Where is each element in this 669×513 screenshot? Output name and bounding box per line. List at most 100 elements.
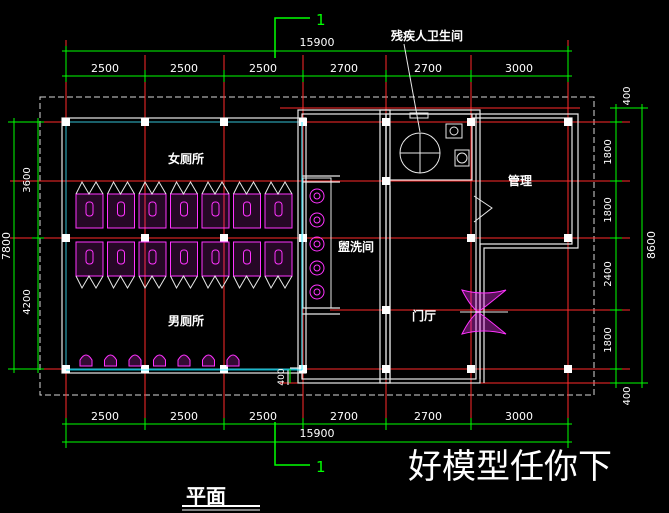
stall-door-upper [170, 180, 198, 195]
stall-door-upper [233, 180, 261, 195]
basin-drain [313, 264, 321, 272]
stall-upper [170, 193, 198, 229]
bottom-dim-4: 2700 [330, 410, 358, 423]
bottom-dim-1: 2500 [91, 410, 119, 423]
toilet-upper [117, 201, 125, 217]
top-dim-3: 2500 [249, 62, 277, 75]
urinal [79, 354, 93, 367]
right-dim-6: 400 [622, 386, 633, 405]
basin [309, 260, 325, 276]
stall-upper [138, 193, 167, 229]
left-dim-labels: 3600 4200 7800 [0, 167, 33, 314]
basin [309, 236, 325, 252]
stall-lower [138, 241, 167, 277]
stall-door-lower [170, 275, 198, 290]
section-markers [274, 17, 310, 466]
top-dim-4: 2700 [330, 62, 358, 75]
toilet-lower [85, 249, 94, 265]
bottom-dim-labels: 2500 2500 2500 2700 2700 3000 [91, 410, 533, 423]
right-dim-4: 2400 [603, 261, 614, 286]
overall-dim-top: 15900 [300, 36, 335, 49]
wash-basins [309, 188, 325, 300]
top-dim-5: 2700 [414, 62, 442, 75]
room-womens: 女厕所 [168, 151, 204, 166]
urinal [226, 354, 240, 367]
right-dim-3: 1800 [603, 197, 614, 222]
left-dim-2: 4200 [22, 289, 33, 314]
toilet-lower [274, 249, 283, 265]
stall-door-upper [264, 180, 293, 195]
toilet-upper [180, 201, 188, 217]
stall-door-lower [75, 275, 104, 290]
stall-lower [201, 241, 230, 277]
room-accessible-wc: 残疾人卫生间 [391, 28, 463, 43]
toilet-upper [243, 201, 251, 217]
right-dim-5: 1800 [603, 327, 614, 352]
stall-lower [107, 241, 135, 277]
stall-door-lower [201, 275, 230, 290]
stall-lower [264, 241, 293, 277]
room-management: 管理 [508, 173, 532, 188]
stall-door-lower [107, 275, 135, 290]
basin-drain [313, 216, 321, 224]
site-boundary [39, 96, 595, 396]
toilet-upper [274, 201, 283, 217]
accessible-fixtures [399, 112, 470, 174]
stall-upper [264, 193, 293, 229]
drawing-title: 平面 [186, 484, 226, 508]
bottom-dim-3: 2500 [249, 410, 277, 423]
toilet-lower [117, 249, 125, 265]
basin [309, 188, 325, 204]
toilet-upper [148, 201, 157, 217]
basin [309, 212, 325, 228]
toilet-lower [243, 249, 251, 265]
section-mark-bottom: 1 [316, 458, 326, 476]
columns [62, 118, 572, 373]
right-dim-total: 8600 [645, 231, 658, 259]
room-lobby: 门厅 [412, 308, 436, 323]
stall-upper [201, 193, 230, 229]
dimension-lines [8, 46, 648, 448]
urinal [153, 354, 166, 367]
urinal [177, 354, 191, 367]
toilet-lower [211, 249, 220, 265]
bottom-dim-6: 3000 [505, 410, 533, 423]
stall-upper [75, 193, 104, 229]
stall-lower [75, 241, 104, 277]
urinal [202, 354, 215, 367]
stall-door-upper [138, 180, 167, 195]
stall-lower [170, 241, 198, 277]
room-washroom: 盥洗间 [338, 239, 374, 254]
outline-hatch [66, 122, 303, 371]
basin-drain [313, 240, 321, 248]
stall-upper [107, 193, 135, 229]
toilet-upper [211, 201, 220, 217]
basin-drain [313, 192, 321, 200]
management-door [473, 195, 493, 223]
section-mark-top: 1 [316, 11, 326, 29]
overall-dim-bottom: 15900 [300, 427, 335, 440]
stall-door-lower [233, 275, 261, 290]
stall-door-upper [107, 180, 135, 195]
left-dim-total: 7800 [0, 232, 13, 260]
watermark-text: 好模型任你下 [408, 447, 612, 487]
toilet-stalls [75, 180, 293, 290]
top-dim-labels: 2500 2500 2500 2700 2700 3000 [91, 62, 533, 75]
stall-lower [233, 241, 261, 277]
toilet-upper [85, 201, 94, 217]
label-leader [403, 43, 421, 133]
urinal [128, 354, 142, 367]
bottom-dim-2: 2500 [170, 410, 198, 423]
stall-door-lower [138, 275, 167, 290]
toilet-lower [148, 249, 157, 265]
stall-door-upper [201, 180, 230, 195]
right-dim-2: 1800 [603, 139, 614, 164]
top-dim-2: 2500 [170, 62, 198, 75]
basin [309, 284, 325, 300]
stall-door-upper [75, 180, 104, 195]
toilet-lower [180, 249, 188, 265]
stall-upper [233, 193, 261, 229]
top-dim-1: 2500 [91, 62, 119, 75]
bottom-dim-5: 2700 [414, 410, 442, 423]
